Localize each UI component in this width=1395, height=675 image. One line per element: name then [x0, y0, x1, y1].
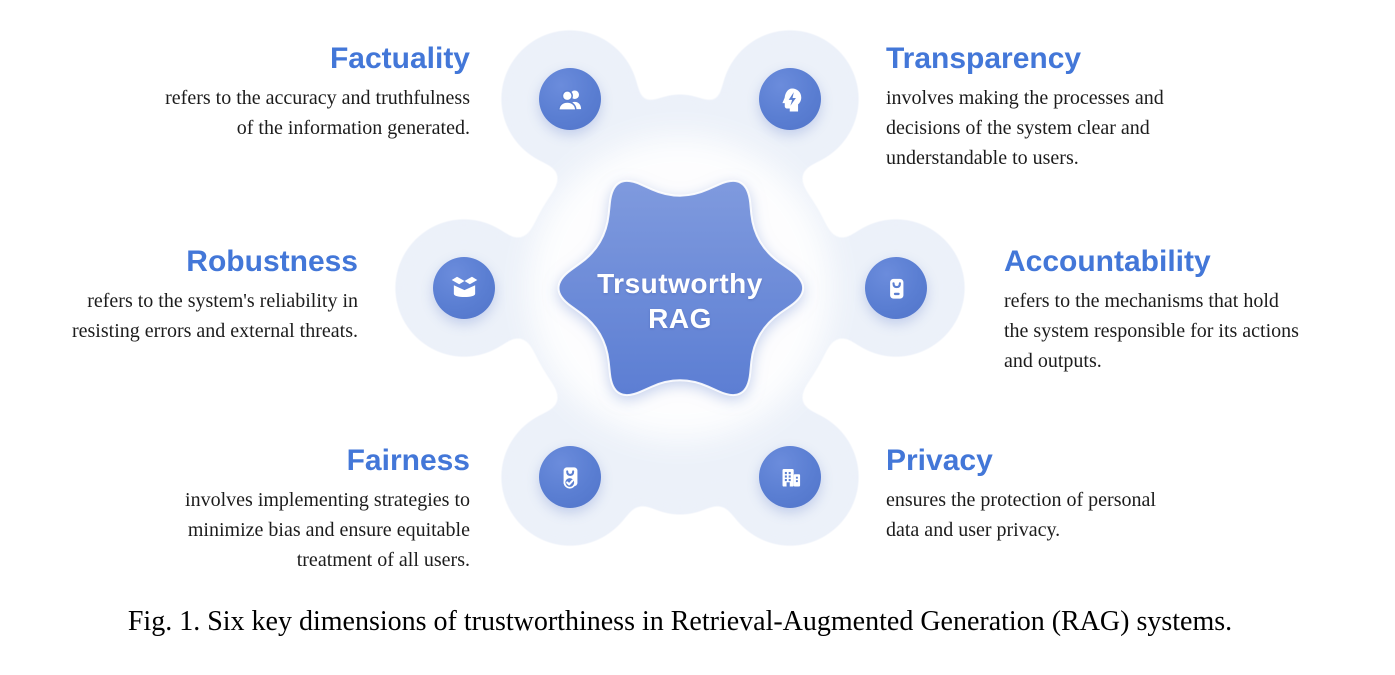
open-box-icon [451, 276, 477, 297]
accountability-title: Accountability [1004, 245, 1211, 278]
two-users-icon [557, 89, 581, 111]
description-line: refers to the accuracy and truthfulness [165, 87, 470, 109]
center-badge-line2: RAG [648, 303, 712, 334]
dimension-robustness: Robustness refers to the system's reliab… [72, 243, 358, 346]
fairness-icon-circle [539, 446, 601, 508]
robustness-icon-circle [433, 257, 495, 319]
transparency-description: involves making the processes and decisi… [886, 83, 1164, 173]
privacy-icon-circle [759, 446, 821, 508]
robustness-title: Robustness [186, 245, 358, 278]
description-line: involves making the processes and [886, 87, 1164, 109]
description-line: minimize bias and ensure equitable [187, 519, 470, 541]
robustness-description: refers to the system's reliability in re… [72, 286, 358, 346]
description-line: decisions of the system clear and [886, 117, 1150, 139]
transparency-icon-circle [759, 68, 821, 130]
description-line: refers to the mechanisms that hold [1004, 290, 1279, 312]
bag-check-icon [563, 466, 577, 489]
description-line: ensures the protection of personal [886, 489, 1156, 511]
description-line: refers to the system's reliability in [87, 290, 358, 312]
description-line: resisting errors and external threats. [71, 320, 358, 342]
description-line: understandable to users. [886, 147, 1079, 169]
dimension-privacy: Privacy ensures the protection of person… [886, 442, 1156, 545]
badge-smile-icon [889, 278, 903, 299]
description-line: data and user privacy. [886, 519, 1061, 541]
buildings-icon [782, 468, 800, 487]
accountability-description: refers to the mechanisms that hold the s… [1004, 286, 1299, 376]
figure-caption: Fig. 1. Six key dimensions of trustworth… [127, 606, 1233, 637]
fairness-description: involves implementing strategies to mini… [185, 485, 470, 575]
dimension-accountability: Accountability refers to the mechanisms … [1004, 243, 1299, 376]
factuality-description: refers to the accuracy and truthfulness … [165, 83, 470, 143]
privacy-description: ensures the protection of personal data … [886, 485, 1156, 545]
factuality-title: Factuality [329, 42, 470, 75]
description-line: treatment of all users. [296, 549, 470, 571]
dimension-fairness: Fairness involves implementing strategie… [185, 442, 470, 575]
privacy-title: Privacy [886, 444, 993, 477]
description-line: of the information generated. [236, 117, 470, 139]
dimension-transparency: Transparency involves making the process… [886, 40, 1164, 173]
head-lightning-icon [781, 88, 801, 112]
description-line: involves implementing strategies to [185, 489, 470, 511]
factuality-icon-circle [539, 68, 601, 130]
transparency-title: Transparency [886, 42, 1082, 75]
fairness-title: Fairness [346, 444, 470, 477]
dimension-factuality: Factuality refers to the accuracy and tr… [165, 40, 470, 143]
center-star [557, 180, 805, 396]
center-badge-line1: Trsutworthy [597, 268, 763, 299]
description-line: and outputs. [1004, 350, 1102, 372]
accountability-icon-circle [865, 257, 927, 319]
description-line: the system responsible for its actions [1004, 320, 1299, 342]
center-badge: Trsutworthy RAG [555, 266, 805, 336]
